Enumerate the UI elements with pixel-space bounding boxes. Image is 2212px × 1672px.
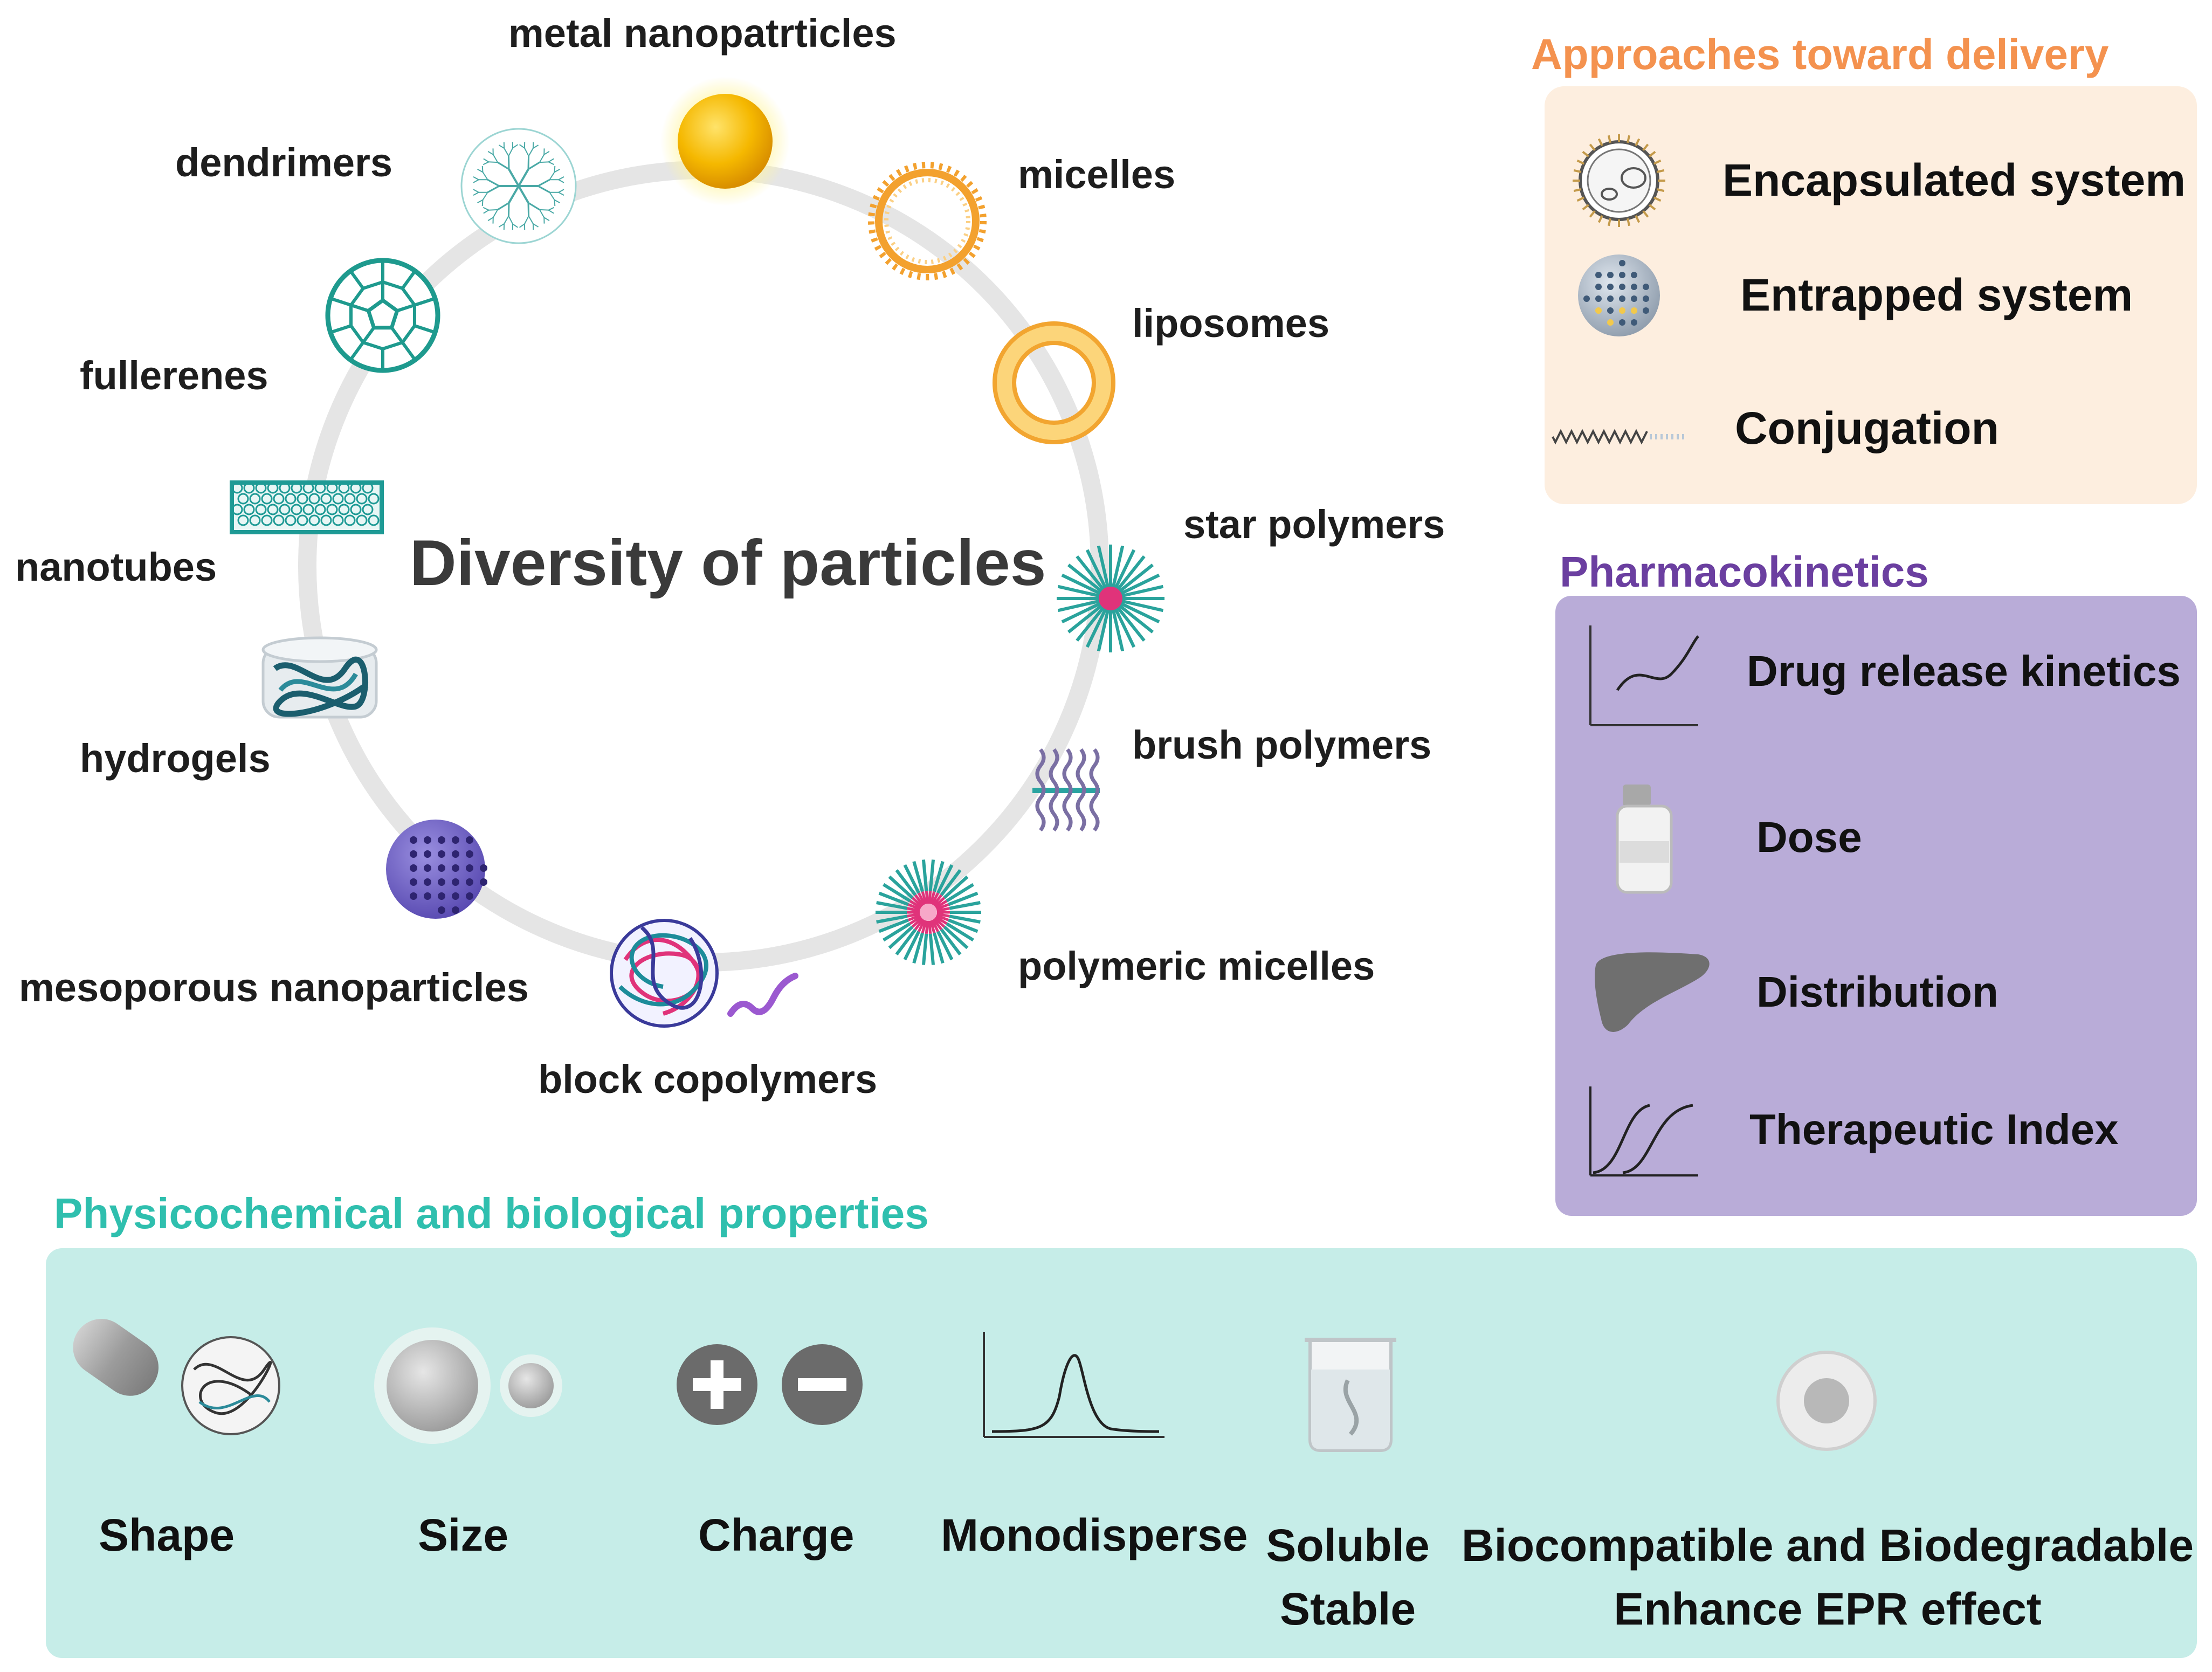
polymeric-micelle-icon bbox=[876, 859, 981, 965]
charge-plus-minus-icon bbox=[677, 1344, 863, 1425]
prop-biocompatible-line2: Enhance EPR effect bbox=[1614, 1583, 2042, 1634]
liposome-ring-icon bbox=[993, 321, 1115, 444]
pharmacokinetics-title: Pharmacokinetics bbox=[1560, 548, 1929, 596]
liver-icon bbox=[1595, 952, 1710, 1032]
delivery-item-encapsulated: Encapsulated system bbox=[1722, 155, 2186, 205]
brush-polymer-icon bbox=[1032, 748, 1100, 832]
properties-panel bbox=[46, 1248, 2197, 1658]
peak-distribution-icon bbox=[983, 1332, 1164, 1438]
dendrimer-icon bbox=[460, 128, 577, 244]
delivery-item-entrapped: Entrapped system bbox=[1740, 270, 2133, 320]
prop-shape: Shape bbox=[99, 1510, 235, 1560]
prop-monodisperse: Monodisperse bbox=[941, 1510, 1248, 1560]
micelle-ring-icon bbox=[868, 162, 987, 280]
properties-title: Physicochemical and biological propertie… bbox=[54, 1189, 929, 1237]
vial-icon bbox=[1616, 785, 1673, 894]
size-spheres-icon bbox=[374, 1327, 562, 1444]
beaker-icon bbox=[1305, 1338, 1396, 1452]
label-dendrimers: dendrimers bbox=[175, 140, 393, 185]
cell-icon bbox=[1776, 1351, 1877, 1451]
label-star-polymers: star polymers bbox=[1183, 502, 1445, 547]
delivery-item-conjugation: Conjugation bbox=[1735, 403, 1999, 453]
prop-biocompatible: Biocompatible and Biodegradable Enhance … bbox=[1461, 1514, 2194, 1641]
nanotube-icon bbox=[230, 480, 384, 534]
conjugation-chain-icon bbox=[1552, 429, 1687, 445]
pk-item-drug-release: Drug release kinetics bbox=[1747, 647, 2181, 695]
center-title: Diversity of particles bbox=[410, 527, 1046, 599]
block-copolymer-icon bbox=[610, 919, 798, 1028]
pharmacokinetics-panel bbox=[1555, 596, 2197, 1216]
prop-soluble-stable: Soluble Stable bbox=[1262, 1514, 1434, 1641]
mesoporous-sphere-icon bbox=[386, 820, 487, 919]
sigmoid-curves-icon bbox=[1589, 1086, 1698, 1176]
label-polymeric-micelles: polymeric micelles bbox=[1018, 944, 1375, 988]
gold-sphere-icon bbox=[660, 77, 790, 206]
label-brush-polymers: brush polymers bbox=[1132, 723, 1432, 767]
prop-size: Size bbox=[418, 1510, 509, 1560]
label-liposomes: liposomes bbox=[1132, 301, 1329, 346]
prop-soluble: Soluble bbox=[1266, 1520, 1430, 1571]
star-polymer-icon bbox=[1057, 545, 1164, 652]
pk-item-dose: Dose bbox=[1756, 813, 1862, 861]
pk-item-therapeutic-index: Therapeutic Index bbox=[1749, 1105, 2119, 1153]
prop-charge: Charge bbox=[698, 1510, 855, 1560]
prop-stable: Stable bbox=[1279, 1583, 1416, 1634]
label-metal-nanoparticles: metal nanopatrticles bbox=[508, 11, 897, 56]
label-nanotubes: nanotubes bbox=[15, 545, 217, 589]
label-hydrogels: hydrogels bbox=[80, 736, 271, 781]
delivery-title: Approaches toward delivery bbox=[1531, 30, 2109, 78]
pk-item-distribution: Distribution bbox=[1756, 968, 1999, 1016]
label-micelles: micelles bbox=[1018, 152, 1176, 197]
label-block-copolymers: block copolymers bbox=[538, 1057, 878, 1102]
shape-icon bbox=[73, 1319, 280, 1435]
delivery-panel bbox=[1545, 86, 2197, 504]
hydrogel-icon bbox=[261, 636, 378, 719]
label-mesoporous-nanoparticles: mesoporous nanoparticles bbox=[19, 965, 529, 1010]
label-fullerenes: fullerenes bbox=[80, 353, 268, 398]
encapsulated-particle-icon bbox=[1573, 134, 1665, 227]
fullerene-icon bbox=[325, 258, 440, 373]
entrapped-particle-icon bbox=[1578, 254, 1660, 336]
prop-biocompatible-line1: Biocompatible and Biodegradable bbox=[1461, 1520, 2194, 1571]
release-curve-icon bbox=[1589, 625, 1699, 726]
